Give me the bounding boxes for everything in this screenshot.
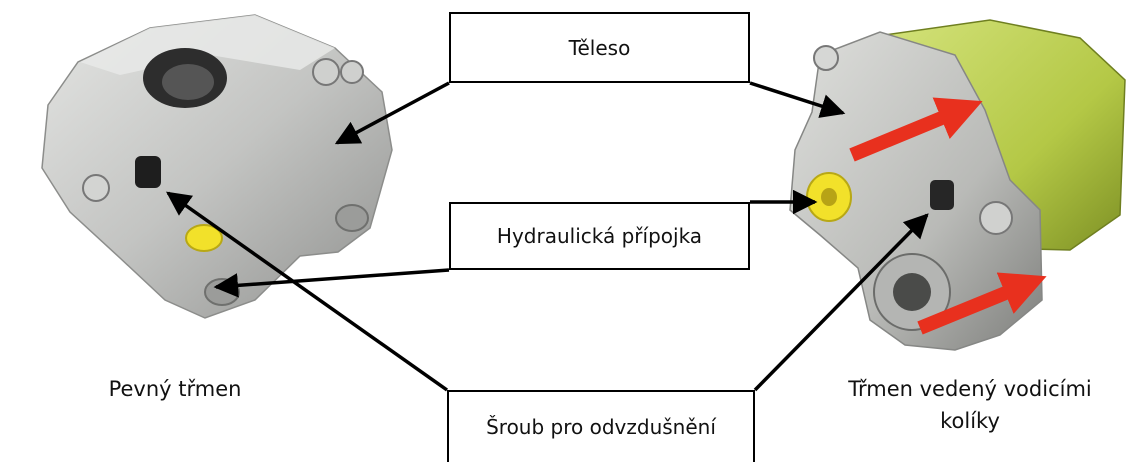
hydraulic-port-left [185, 224, 223, 252]
guide-direction-arrow-upper [849, 97, 983, 162]
bleed-screw-right [930, 180, 954, 210]
pointer-bleed-right [753, 213, 929, 392]
caption-floating-caliper-line1: Třmen vedený vodicími [848, 377, 1092, 401]
fixed-caliper-top-face [80, 15, 335, 75]
hydraulic-port-right-inner [821, 188, 837, 206]
pointer-bleed-left [165, 191, 449, 392]
bolt-top-right [813, 45, 839, 71]
floating-caliper-image [789, 19, 1126, 351]
bolt-top-1 [312, 58, 340, 86]
bleed-screw-left [135, 156, 161, 188]
bolt-right [979, 201, 1013, 235]
mount-hole-left [204, 278, 240, 306]
label-body: Těleso [449, 12, 750, 83]
bolt-left [82, 174, 110, 202]
pointer-hydraulic-left [213, 268, 450, 298]
caption-floating-caliper-line2: kolíky [940, 409, 1000, 433]
fixed-caliper-image [41, 14, 393, 319]
guide-direction-arrow-lower [917, 272, 1047, 335]
pointer-body-left [334, 81, 450, 145]
label-bleed-screw: Šroub pro odvzdušnění [447, 390, 755, 462]
caption-floating-caliper: Třmen vedený vodicími kolíky [805, 373, 1135, 437]
caption-fixed-caliper-text: Pevný třmen [108, 377, 242, 401]
guide-pin-hole [893, 273, 931, 311]
bolt-top-2 [340, 60, 364, 84]
pointer-body-right [749, 81, 846, 118]
caption-fixed-caliper: Pevný třmen [60, 373, 290, 405]
piston-bore-inner [162, 64, 214, 100]
mount-hole-right [335, 204, 369, 232]
connector-lines [165, 81, 929, 392]
label-hydraulic-connection: Hydraulická přípojka [449, 202, 750, 270]
